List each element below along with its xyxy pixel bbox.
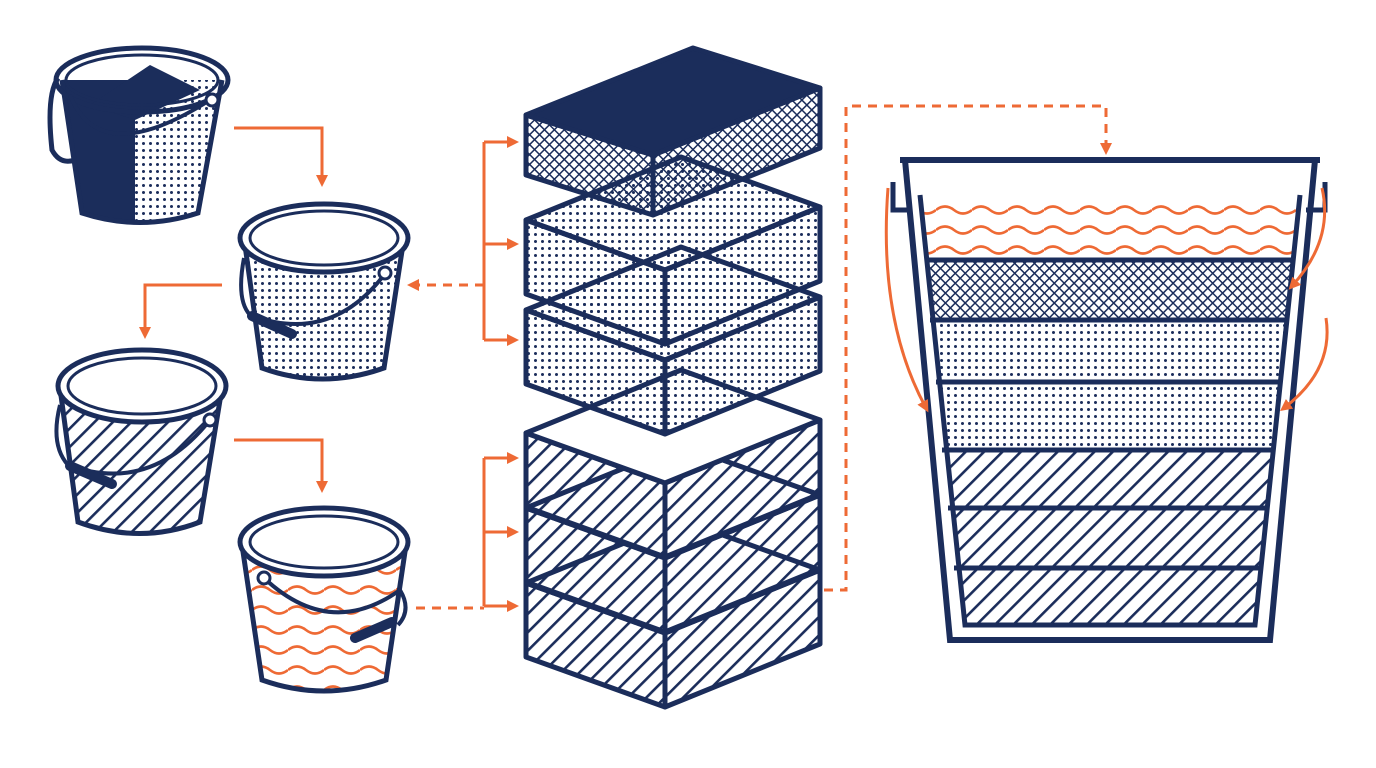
bucket-hatched-fill-icon (54, 347, 229, 536)
band-hatch-3 (920, 568, 1300, 625)
layer-stack-icon (523, 45, 823, 710)
bucket-dotted-fill-icon (237, 201, 411, 382)
band-dots-1 (920, 320, 1300, 382)
band-dots-2 (920, 382, 1300, 450)
bucket-dark-fill-icon (47, 45, 231, 225)
arrow-left-upper (884, 187, 929, 413)
left-flow-arrows (139, 126, 328, 493)
arrow-bucket3-to-bucket4 (234, 438, 328, 493)
band-hatch-2 (920, 508, 1300, 568)
arrow-bucket2-to-bucket3 (139, 283, 222, 339)
stack-connector-arrows (407, 104, 1112, 612)
arrow-right-upper (1288, 187, 1327, 290)
band-crosshatch (920, 260, 1300, 320)
large-layered-bucket-icon (884, 157, 1329, 643)
arrow-bucket1-to-bucket2 (234, 126, 328, 187)
stack-layer-1 (523, 45, 823, 218)
band-water (920, 195, 1300, 260)
bucket-water-wave-icon (237, 505, 411, 694)
arrow-right-lower (1280, 317, 1329, 412)
band-hatch-1 (920, 450, 1300, 508)
